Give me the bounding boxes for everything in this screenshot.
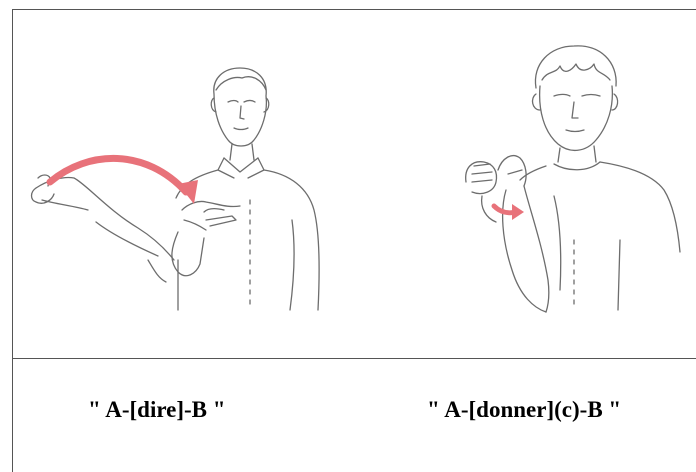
caption-donner: " A-[donner](c)-B " [427, 396, 621, 424]
sign-illustration-donner [450, 40, 686, 316]
row-divider [12, 358, 696, 359]
caption-dire: " A-[dire]-B " [88, 396, 226, 424]
sign-illustration-dire [28, 60, 328, 316]
